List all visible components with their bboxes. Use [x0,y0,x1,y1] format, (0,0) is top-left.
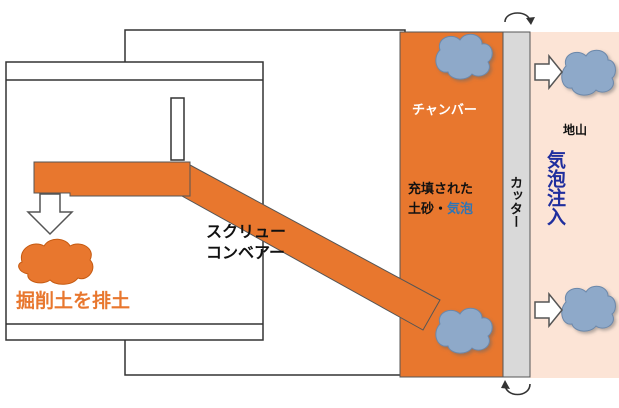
screw-conveyor-line2: コンベアー [206,242,286,262]
rotation-arrowhead-bottom [501,380,510,389]
bubble-icon [561,285,616,332]
rotation-arrowhead-top [526,17,535,25]
arrow-down-icon [26,193,74,236]
discharged-soil-cloud [18,238,94,285]
bubble-icon [561,49,616,96]
arrow-right-icon [534,53,563,91]
bubble-icon [435,33,493,80]
cutter-disc [502,31,531,378]
discharge-label: 掘削土を排土 [16,290,131,312]
discharge-pipe [33,161,191,197]
filled-soil-line2: 土砂・気泡 [408,200,473,220]
screw-conveyor-label: スクリュー コンベアー [206,222,286,264]
bubble-icon [435,307,493,354]
chamber-label: チャンバー [412,103,477,118]
filled-soil-label: 充填された 土砂・気泡 [408,180,473,219]
rotation-arrow-icon [504,12,531,23]
ground-label: 地山 [563,123,588,137]
filled-soil-line1: 充填された [408,182,474,197]
rotation-arrow-icon [504,383,531,396]
cutter-label: カッター [507,176,522,228]
screw-conveyor-line1: スクリュー [206,222,287,241]
filled-soil-line2-prefix: 土砂・ [408,201,448,217]
arrow-right-icon [534,291,563,329]
foam-injection-label: 気泡注入 [544,150,566,226]
gate-plate [170,97,185,161]
filled-soil-foam: 気泡 [447,201,474,217]
